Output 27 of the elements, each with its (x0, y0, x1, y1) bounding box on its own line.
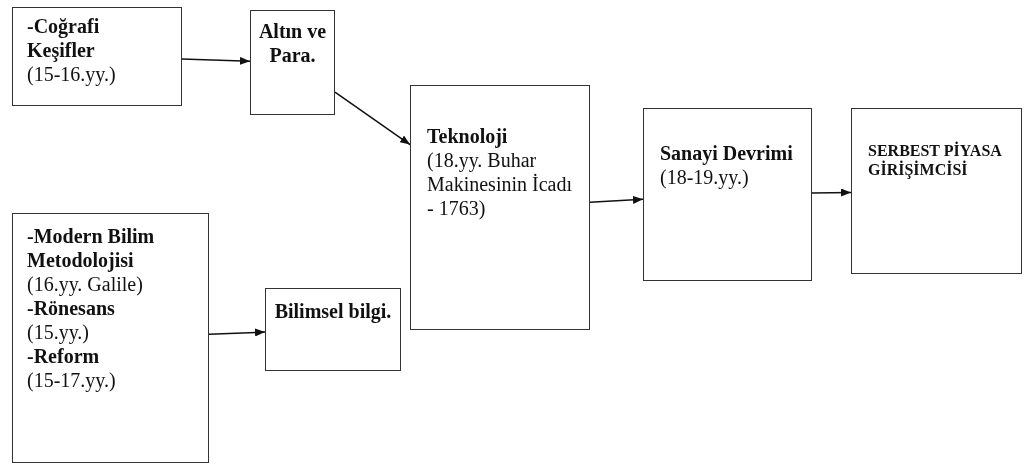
box-text: Altın ve Para. (257, 19, 328, 67)
process-box (643, 108, 812, 281)
process-box (265, 288, 401, 371)
arrow (589, 195, 644, 204)
process-box (410, 85, 590, 330)
box-text: Bilimsel bilgi. (273, 299, 393, 323)
box-text: Sanayi Devrimi (660, 141, 794, 165)
box-text: -Rönesans (27, 296, 116, 320)
process-box (250, 10, 335, 115)
box-text: (15-16.yy.) (27, 62, 117, 86)
arrow (334, 91, 411, 146)
process-box (12, 213, 209, 463)
process-box (851, 108, 1022, 274)
arrow (811, 188, 852, 197)
box-text: (18-19.yy.) (660, 165, 750, 189)
box-text: (15.yy.) (27, 320, 91, 344)
arrow (208, 328, 266, 337)
arrow (181, 56, 251, 65)
box-text: -Modern Bilim Metodolojisi (27, 224, 156, 272)
box-text: (18.yy. Buhar Makinesinin İcadı - 1763) (427, 148, 573, 220)
box-text: (15-17.yy.) (27, 368, 117, 392)
box-text: -Reform (27, 344, 101, 368)
box-text: SERBEST PİYASA GİRİŞİMCİSİ (868, 141, 1003, 180)
box-text: (16.yy. Galile) (27, 272, 144, 296)
box-text: Teknoloji (427, 124, 509, 148)
process-box (12, 7, 182, 106)
box-text: -Coğrafi Keşifler (27, 14, 101, 62)
